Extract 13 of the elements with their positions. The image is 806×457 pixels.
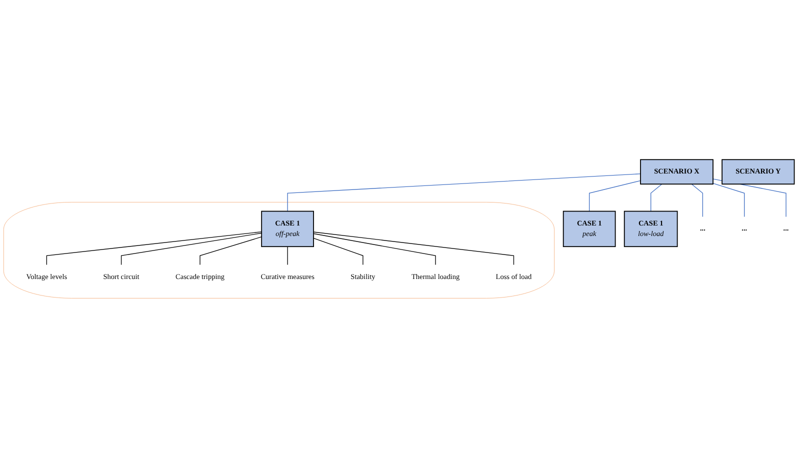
connector [313, 237, 364, 265]
connector [200, 236, 262, 265]
connector [287, 246, 288, 265]
connector [287, 173, 641, 212]
connector [313, 231, 514, 265]
connector [589, 180, 641, 212]
connector [650, 183, 662, 212]
connector [691, 183, 704, 217]
cluster [3, 202, 555, 298]
connector [120, 232, 262, 265]
connector [46, 231, 262, 265]
connector [712, 182, 745, 217]
connector [313, 232, 436, 265]
